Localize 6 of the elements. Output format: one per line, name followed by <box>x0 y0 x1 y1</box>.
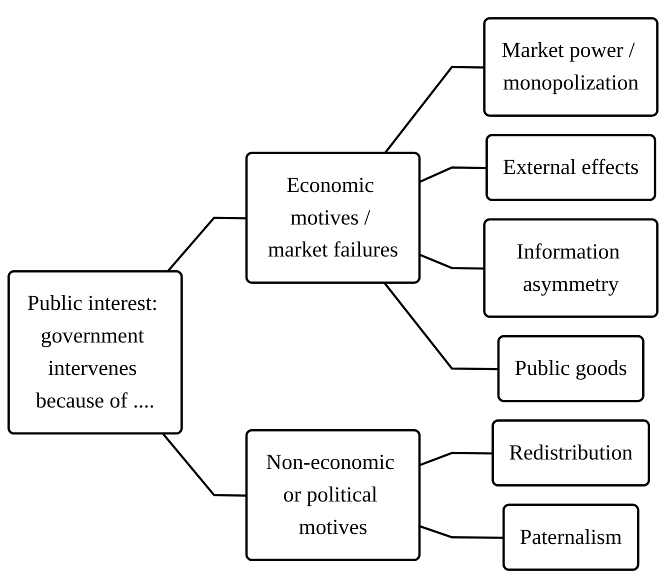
connector <box>420 166 488 183</box>
connector <box>162 433 248 497</box>
connector <box>420 254 485 270</box>
connector <box>420 452 494 466</box>
connector <box>420 525 504 539</box>
connector <box>384 282 500 370</box>
